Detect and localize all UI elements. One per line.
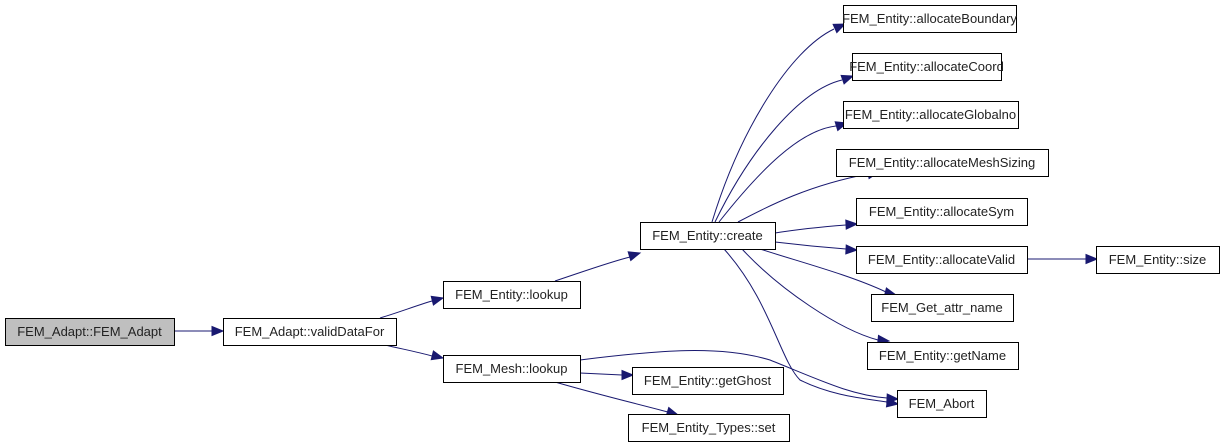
edge-line — [737, 173, 869, 223]
edge-line — [718, 125, 837, 223]
node-box[interactable] — [836, 149, 1049, 177]
node-alloc-coord[interactable]: FEM_Entity::allocateCoord — [849, 53, 1004, 81]
node-label: FEM_Mesh::lookup — [456, 361, 568, 376]
node-box[interactable] — [856, 198, 1028, 226]
edges-layer — [174, 23, 1099, 417]
arrowhead-icon — [211, 325, 225, 337]
edge-line — [579, 372, 623, 376]
arrowhead-icon — [845, 244, 859, 255]
arrowhead-icon — [845, 219, 859, 230]
node-fem-abort[interactable]: FEM_Abort — [897, 390, 987, 418]
edge-entity_create-to-alloc_coord — [714, 74, 855, 223]
edge-line — [711, 28, 835, 223]
node-box[interactable] — [843, 5, 1017, 33]
edge-line — [723, 248, 888, 403]
node-box[interactable] — [856, 246, 1028, 274]
node-box[interactable] — [5, 318, 175, 346]
node-label: FEM_Entity::lookup — [455, 287, 568, 302]
node-entity-create[interactable]: FEM_Entity::create — [640, 222, 776, 250]
node-types-set[interactable]: FEM_Entity_Types::set — [628, 414, 790, 442]
edge-line — [379, 300, 433, 319]
node-mesh-lookup[interactable]: FEM_Mesh::lookup — [443, 355, 581, 383]
edge-entity_create-to-alloc_boundary — [711, 23, 847, 223]
node-entity-size[interactable]: FEM_Entity::size — [1096, 246, 1220, 274]
node-label: FEM_Entity::allocateGlobalno — [845, 107, 1016, 122]
node-box[interactable] — [632, 367, 784, 395]
node-box[interactable] — [852, 53, 1002, 81]
edge-fem_adapt_ctor-to-valid_data_for — [174, 325, 225, 337]
node-alloc-meshsizing[interactable]: FEM_Entity::allocateMeshSizing — [836, 149, 1049, 177]
node-get-name[interactable]: FEM_Entity::getName — [867, 342, 1019, 370]
node-valid-data-for[interactable]: FEM_Adapt::validDataFor — [223, 318, 397, 346]
edge-entity_create-to-alloc_sym — [774, 219, 859, 234]
arrowhead-icon — [621, 369, 635, 381]
edge-mesh_lookup-to-get_ghost — [579, 369, 635, 381]
node-label: FEM_Entity::getGhost — [644, 373, 772, 388]
node-label: FEM_Adapt::FEM_Adapt — [17, 324, 162, 339]
node-label: FEM_Entity::allocateBoundary — [842, 11, 1017, 26]
edge-entity_create-to-alloc_globalno — [718, 121, 849, 223]
edge-line — [774, 224, 847, 234]
node-label: FEM_Entity::allocateCoord — [849, 59, 1004, 74]
node-box[interactable] — [628, 414, 790, 442]
node-label: FEM_Entity::allocateValid — [868, 252, 1015, 267]
node-alloc-globalno[interactable]: FEM_Entity::allocateGlobalno — [843, 101, 1019, 129]
arrowhead-icon — [832, 23, 847, 34]
node-box[interactable] — [443, 355, 581, 383]
node-get-attr-name[interactable]: FEM_Get_attr_name — [871, 294, 1014, 322]
edge-valid_data_for-to-mesh_lookup — [384, 344, 445, 361]
node-entity-lookup[interactable]: FEM_Entity::lookup — [443, 281, 581, 309]
node-box[interactable] — [223, 318, 397, 346]
node-box[interactable] — [443, 281, 581, 309]
edge-line — [741, 248, 879, 341]
edge-line — [774, 241, 847, 250]
arrowhead-icon — [1085, 253, 1099, 265]
edge-alloc_valid-to-entity_size — [1027, 253, 1099, 265]
node-label: FEM_Entity_Types::set — [642, 420, 776, 435]
edge-line — [554, 381, 669, 413]
node-box[interactable] — [1096, 246, 1220, 274]
edge-line — [554, 256, 631, 282]
node-label: FEM_Entity::create — [652, 228, 763, 243]
edge-entity_create-to-alloc_valid — [774, 241, 859, 255]
node-label: FEM_Adapt::validDataFor — [235, 324, 385, 339]
node-label: FEM_Get_attr_name — [881, 300, 1002, 315]
node-box[interactable] — [897, 390, 987, 418]
node-alloc-sym[interactable]: FEM_Entity::allocateSym — [856, 198, 1028, 226]
arrowhead-icon — [886, 393, 900, 404]
arrowhead-icon — [430, 350, 445, 361]
arrowhead-icon — [840, 74, 855, 85]
node-label: FEM_Entity::getName — [879, 348, 1006, 363]
node-alloc-valid[interactable]: FEM_Entity::allocateValid — [856, 246, 1028, 274]
node-label: FEM_Entity::allocateSym — [869, 204, 1014, 219]
node-box[interactable] — [843, 101, 1019, 129]
node-box[interactable] — [871, 294, 1014, 322]
node-get-ghost[interactable]: FEM_Entity::getGhost — [632, 367, 784, 395]
edge-line — [714, 79, 843, 223]
edge-entity_lookup-to-entity_create — [554, 251, 642, 282]
node-label: FEM_Abort — [909, 396, 975, 411]
node-label: FEM_Entity::allocateMeshSizing — [849, 155, 1035, 170]
node-label: FEM_Entity::size — [1109, 252, 1207, 267]
arrowhead-icon — [430, 295, 445, 306]
node-fem-adapt-ctor[interactable]: FEM_Adapt::FEM_Adapt — [5, 318, 175, 346]
edge-line — [759, 248, 887, 293]
edge-line — [384, 344, 433, 357]
edge-mesh_lookup-to-fem_abort — [579, 350, 900, 404]
node-box[interactable] — [867, 342, 1019, 370]
nodes-layer: FEM_Adapt::FEM_Adapt FEM_Adapt::validData… — [5, 5, 1220, 442]
node-alloc-boundary[interactable]: FEM_Entity::allocateBoundary — [842, 5, 1017, 33]
edge-valid_data_for-to-entity_lookup — [379, 295, 445, 319]
arrowhead-icon — [627, 251, 642, 262]
node-box[interactable] — [640, 222, 776, 250]
edge-line — [579, 350, 888, 399]
